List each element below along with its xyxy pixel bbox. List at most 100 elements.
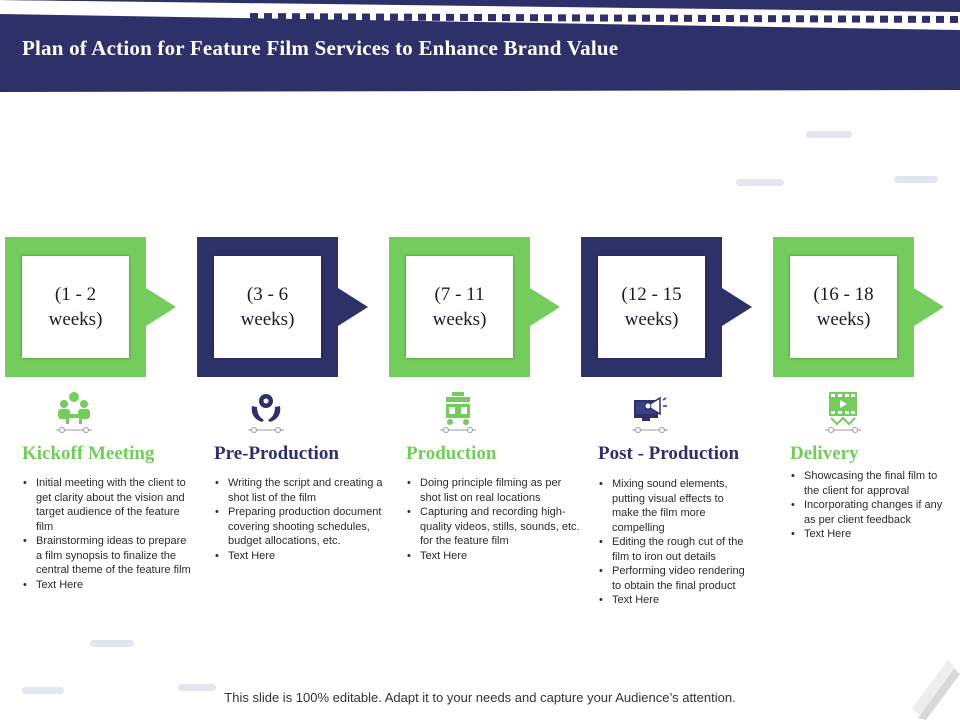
perforation (418, 13, 426, 21)
weeks-line-2: weeks) (48, 309, 103, 330)
monitor-megaphone-icon (632, 396, 668, 433)
perforation (866, 15, 874, 23)
kickoff-bullets: Initial meeting with the client to get c… (22, 476, 192, 592)
perforation (558, 14, 566, 22)
list-item: Brainstorming ideas to prepare a film sy… (22, 534, 192, 578)
list-item: Writing the script and creating a shot l… (214, 476, 386, 505)
perforation (880, 15, 888, 23)
perforation (712, 14, 720, 22)
film-strip-icon (825, 392, 861, 433)
perforation (684, 14, 692, 22)
perforation (656, 14, 664, 22)
phase-box-4: (12 - 15 weeks) (581, 237, 752, 377)
list-item: Preparing production document covering s… (214, 505, 386, 549)
perforation (306, 13, 314, 21)
perforation (726, 15, 734, 23)
list-item: Text Here (406, 549, 580, 564)
perforation (334, 13, 342, 21)
perforation (502, 14, 510, 22)
perforation (796, 15, 804, 23)
weeks-line-2: weeks) (432, 309, 487, 330)
perforation (474, 13, 482, 21)
perforation (376, 13, 384, 21)
perforation (894, 15, 902, 23)
perforation (754, 15, 762, 23)
weeks-line-1: (12 - 15 (621, 284, 682, 305)
film-set-icon (440, 392, 476, 433)
list-item: Text Here (22, 578, 192, 593)
perforation (264, 13, 272, 21)
stage-title-production: Production (406, 443, 497, 464)
perforation (768, 15, 776, 23)
weeks-line-2: weeks) (816, 309, 871, 330)
phase-duration: (16 - 18 weeks) (790, 256, 897, 358)
list-item: Incorporating changes if any as per clie… (790, 498, 946, 527)
perforation (740, 15, 748, 23)
phase-duration: (1 - 2 weeks) (22, 256, 129, 358)
perforation (362, 13, 370, 21)
list-item: Mixing sound elements, putting visual ef… (598, 477, 748, 535)
perforation (936, 15, 944, 23)
arrow-icon (338, 288, 368, 326)
stage-title-kickoff: Kickoff Meeting (22, 443, 155, 464)
phase-box-1: (1 - 2 weeks) (5, 237, 176, 377)
phase-duration: (12 - 15 weeks) (598, 256, 705, 358)
arrow-icon (914, 288, 944, 326)
decor-streak (22, 687, 64, 694)
list-item: Showcasing the final film to the client … (790, 469, 946, 498)
pre-production-bullets: Writing the script and creating a shot l… (214, 476, 386, 563)
perforation (390, 13, 398, 21)
decor-streak (178, 684, 216, 691)
phase-box-5: (16 - 18 weeks) (773, 237, 944, 377)
weeks-line-1: (3 - 6 (246, 284, 289, 305)
perforation (292, 13, 300, 21)
phase-duration: (3 - 6 weeks) (214, 256, 321, 358)
arrow-icon (146, 288, 176, 326)
decor-streak (90, 640, 134, 647)
list-item: Capturing and recording high-quality vid… (406, 505, 580, 549)
footer-note: This slide is 100% editable. Adapt it to… (224, 690, 736, 705)
list-item: Editing the rough cut of the film to iro… (598, 535, 748, 564)
perforation (950, 15, 958, 23)
perforation (348, 13, 356, 21)
perforation (614, 14, 622, 22)
perforation (586, 14, 594, 22)
weeks-line-1: (16 - 18 (813, 284, 874, 305)
decor-streak (736, 179, 784, 186)
perforation (446, 13, 454, 21)
stage-title-pre-production: Pre-Production (214, 443, 339, 464)
list-item: Text Here (214, 549, 386, 564)
arrow-icon (530, 288, 560, 326)
weeks-line-1: (1 - 2 (54, 284, 97, 305)
perforation (320, 13, 328, 21)
perforation (460, 13, 468, 21)
list-item: Text Here (790, 527, 946, 542)
decor-streak (806, 131, 852, 138)
list-item: Doing principle filming as per shot list… (406, 476, 580, 505)
arrow-icon (722, 288, 752, 326)
weeks-line-2: weeks) (240, 309, 295, 330)
weeks-line-2: weeks) (624, 309, 679, 330)
page-title: Plan of Action for Feature Film Services… (22, 36, 619, 60)
film-strip-banner (0, 0, 960, 92)
meeting-icon (56, 392, 92, 433)
post-production-bullets: Mixing sound elements, putting visual ef… (598, 477, 748, 608)
perforation (516, 14, 524, 22)
perforation (404, 13, 412, 21)
list-item: Performing video rendering to obtain the… (598, 564, 748, 593)
perforation (572, 14, 580, 22)
perforation (488, 14, 496, 22)
perforation (544, 14, 552, 22)
perforation (432, 13, 440, 21)
production-bullets: Doing principle filming as per shot list… (406, 476, 580, 563)
delivery-bullets: Showcasing the final film to the client … (790, 469, 946, 542)
perforation (642, 14, 650, 22)
perforation (852, 15, 860, 23)
stage-title-delivery: Delivery (790, 443, 859, 464)
perforation (628, 14, 636, 22)
perforation (782, 15, 790, 23)
stage-title-post-production: Post - Production (598, 443, 740, 464)
perforation (922, 15, 930, 23)
perforation (278, 13, 286, 21)
